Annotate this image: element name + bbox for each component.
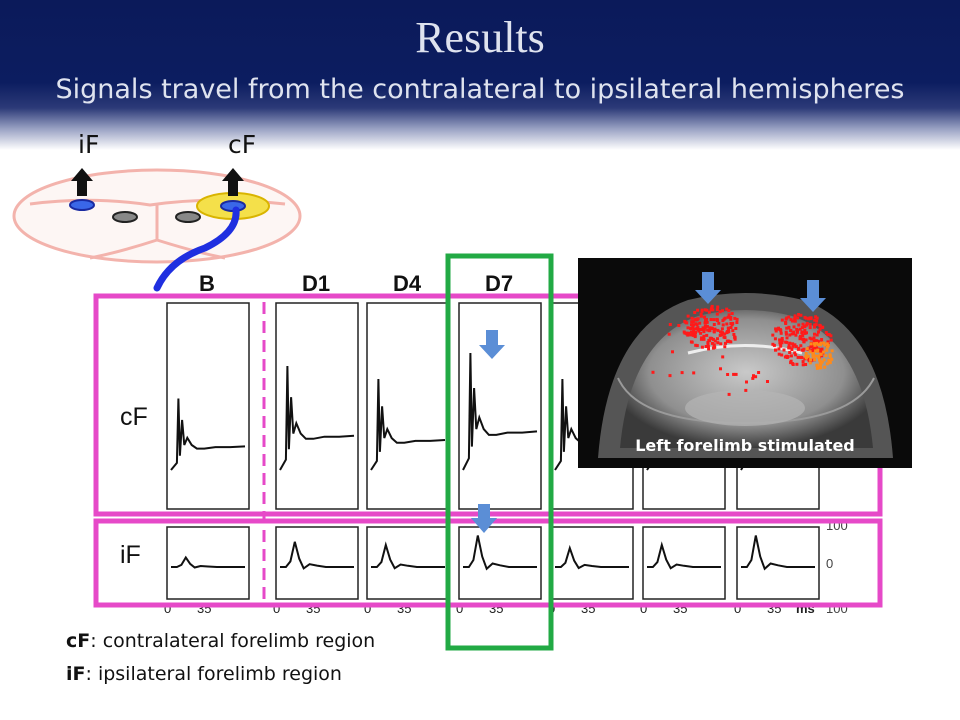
if-probe — [69, 199, 95, 211]
cf-up-arrow-icon — [222, 168, 244, 196]
electrode-1 — [112, 211, 138, 223]
x-tick-zero: 0 — [456, 601, 463, 616]
slide-subtitle: Signals travel from the contralateral to… — [55, 74, 905, 105]
header-band: Results Signals travel from the contrala… — [0, 0, 960, 150]
column-label-d7: D7 — [485, 271, 513, 296]
if-trace-line — [171, 555, 245, 569]
schematic-label-cf: cF — [228, 130, 257, 159]
electrode-2 — [175, 211, 201, 223]
row-label-cf: cF — [120, 403, 148, 431]
column-label-d1: D1 — [302, 271, 330, 296]
cf-trace-line — [370, 378, 446, 471]
activation-clusters — [651, 304, 834, 396]
legend-item-if: iF: ipsilateral forelimb region — [66, 663, 342, 685]
if-trace-panel — [458, 526, 542, 600]
mri-arrow-left-icon — [695, 272, 721, 304]
x-tick-zero: 0 — [640, 601, 647, 616]
legend-item-cf: cF: contralateral forelimb region — [66, 630, 376, 652]
if-trace-line — [555, 544, 629, 570]
if-trace-line — [280, 541, 354, 570]
column-label-d4: D4 — [393, 271, 422, 296]
d7-highlight-box — [445, 253, 554, 651]
cf-trace-line — [462, 352, 538, 471]
if-trace-line — [463, 535, 537, 571]
mri-caption: Left forelimb stimulated — [635, 436, 855, 455]
x-tick-zero: 0 — [364, 601, 371, 616]
slide-title: Results — [415, 13, 545, 62]
if-up-arrow-icon — [71, 168, 93, 196]
abbreviation-legend: cF: contralateral forelimb region iF: ip… — [66, 625, 375, 691]
if-trace-line — [741, 535, 815, 571]
cf-response-arrow-icon — [479, 330, 505, 359]
if-trace-line — [647, 541, 721, 570]
cf-trace-panel — [166, 302, 250, 510]
if-trace-panel — [736, 526, 820, 600]
x-tick-zero: 0 — [273, 601, 280, 616]
if-trace-panel — [166, 526, 250, 600]
cf-trace-panel — [275, 302, 359, 510]
cf-trace-panel — [366, 302, 450, 510]
stimulation-cable — [153, 206, 240, 292]
mri-arrow-right-icon — [800, 280, 826, 312]
mri-activation-image: Left forelimb stimulated — [578, 258, 912, 468]
cf-trace-line — [170, 398, 246, 471]
y-tick-zero: 0 — [826, 556, 833, 571]
row-label-if: iF — [120, 541, 141, 569]
schematic-label-if: iF — [78, 130, 100, 159]
cf-trace-line — [279, 365, 355, 471]
column-label-b: B — [199, 271, 215, 296]
if-trace-panel — [550, 526, 634, 600]
x-tick-zero: 0 — [734, 601, 741, 616]
if-response-arrow-icon — [471, 504, 497, 533]
x-tick-zero: 0 — [164, 601, 171, 616]
brain-schematic — [12, 168, 302, 292]
if-trace-line — [371, 541, 445, 570]
